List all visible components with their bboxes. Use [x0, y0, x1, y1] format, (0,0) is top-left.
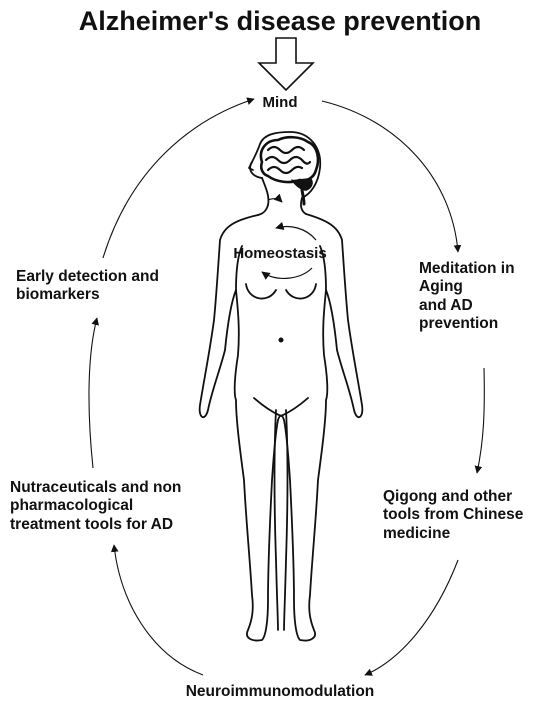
node-qigong-line: Qigong and other [383, 488, 523, 506]
arrow-neuro-to-nutraceuticals [114, 545, 203, 675]
arrow-early-to-mind [103, 99, 254, 258]
node-qigong-line: medicine [383, 525, 523, 543]
circular-arrows-icon [262, 199, 316, 279]
human-body-figure [200, 132, 363, 641]
down-arrow-icon [259, 38, 313, 90]
arrow-meditation-to-qigong [477, 368, 484, 473]
node-early-detection: Early detection and biomarkers [16, 268, 159, 305]
arrow-nutraceuticals-to-early [89, 318, 97, 468]
node-homeostasis: Homeostasis [210, 245, 350, 263]
arrow-qigong-to-neuro [365, 560, 458, 675]
node-meditation: Meditation in Aging and AD prevention [419, 260, 515, 333]
node-nutraceuticals-line: treatment tools for AD [10, 516, 181, 534]
arrow-mind-to-meditation [322, 101, 458, 252]
node-meditation-line: and AD [419, 297, 515, 315]
node-qigong: Qigong and other tools from Chinese medi… [383, 488, 523, 543]
node-nutraceuticals: Nutraceuticals and non pharmacological t… [10, 479, 181, 534]
node-nutraceuticals-line: Nutraceuticals and non [10, 479, 181, 497]
diagram-title: Alzheimer's disease prevention [0, 6, 560, 38]
node-meditation-line: Aging [419, 278, 515, 296]
node-neuroimmunomodulation: Neuroimmunomodulation [0, 683, 560, 701]
node-nutraceuticals-line: pharmacological [10, 497, 181, 515]
cycle-arrows [89, 99, 484, 675]
node-early-detection-line: Early detection and [16, 268, 159, 286]
node-early-detection-line: biomarkers [16, 286, 159, 304]
node-meditation-line: Meditation in [419, 260, 515, 278]
node-qigong-line: tools from Chinese [383, 506, 523, 524]
node-meditation-line: prevention [419, 315, 515, 333]
node-mind: Mind [230, 94, 330, 112]
